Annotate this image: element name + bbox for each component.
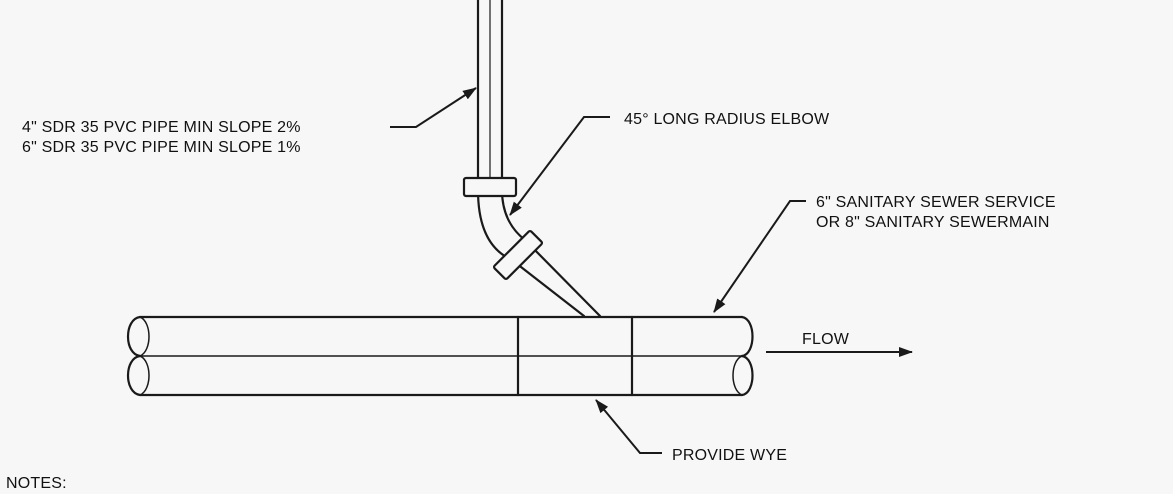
sewer-line-1: 6" SANITARY SEWER SERVICE (816, 194, 1056, 211)
pipe-spec-label: 4" SDR 35 PVC PIPE MIN SLOPE 2% 6" SDR 3… (22, 118, 301, 158)
wye-leader (595, 399, 662, 454)
pipe-leader (390, 87, 477, 128)
sewer-main-pipe (127, 315, 754, 397)
elbow-coupling (492, 229, 544, 281)
notes-heading: NOTES: (6, 475, 67, 492)
flow-label: FLOW (802, 331, 850, 348)
elbow-leader (509, 116, 610, 216)
pipe-spec-line-1: 4" SDR 35 PVC PIPE MIN SLOPE 2% (22, 119, 301, 136)
sewer-line-2: OR 8" SANITARY SEWERMAIN (816, 214, 1050, 231)
sewer-leader (713, 200, 806, 313)
pipe-spec-line-2: 6" SDR 35 PVC PIPE MIN SLOPE 1% (22, 139, 301, 156)
wye-label: PROVIDE WYE (672, 447, 788, 464)
sewer-service-label: 6" SANITARY SEWER SERVICE OR 8" SANITARY… (816, 193, 1056, 233)
pipe-coupling (462, 176, 518, 198)
elbow-label: 45° LONG RADIUS ELBOW (624, 111, 830, 128)
